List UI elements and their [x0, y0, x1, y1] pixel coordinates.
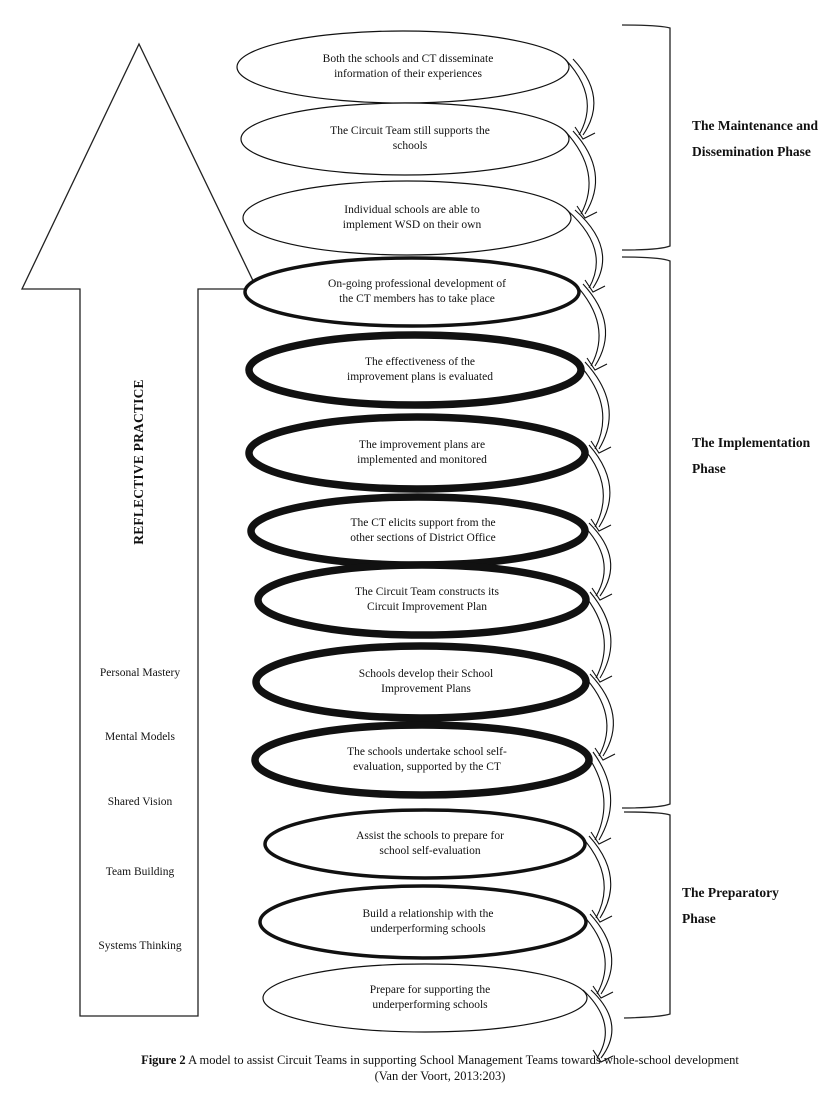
- step-ellipse: [262, 963, 588, 1033]
- discipline-personal-mastery: Personal Mastery: [99, 667, 181, 679]
- step-ellipse: [242, 180, 572, 256]
- phase-line: Dissemination Phase: [692, 144, 811, 159]
- step-text: school self-evaluation: [379, 845, 480, 857]
- curved-arrows-group: [564, 58, 616, 1063]
- step-text: schools: [393, 140, 428, 152]
- step-text: Schools develop their School: [359, 668, 493, 680]
- step-ellipse: [258, 884, 588, 960]
- step-text: Improvement Plans: [381, 683, 471, 695]
- step-text: evaluation, supported by the CT: [353, 761, 501, 773]
- curved-arrow: [580, 835, 613, 923]
- caption-text: A model to assist Circuit Teams in suppo…: [185, 1053, 739, 1067]
- caption-label: Figure 2: [141, 1053, 186, 1067]
- curved-arrow: [582, 989, 614, 1063]
- phase-line: The Maintenance and: [692, 118, 819, 133]
- step-item: Prepare for supporting the underperformin…: [262, 963, 588, 1033]
- step-text: improvement plans is evaluated: [347, 371, 493, 383]
- step-text: other sections of District Office: [350, 532, 495, 544]
- step-ellipse: [254, 561, 590, 639]
- reflective-practice-label: REFLECTIVE PRACTICE: [131, 379, 146, 545]
- step-item: The CT elicits support from the other sec…: [247, 493, 589, 569]
- step-text: Prepare for supporting the: [370, 984, 490, 996]
- bracket-implementation: [621, 256, 671, 809]
- step-item: Both the schools and CT disseminate infor…: [236, 30, 570, 104]
- discipline-systems-thinking: Systems Thinking: [98, 940, 182, 952]
- phase-implementation-label: The Implementation Phase: [692, 430, 810, 482]
- step-text: information of their experiences: [334, 68, 482, 80]
- step-text: Individual schools are able to: [344, 204, 480, 216]
- step-text: implemented and monitored: [357, 454, 487, 466]
- step-text: Circuit Improvement Plan: [367, 601, 487, 613]
- step-ellipse: [236, 30, 570, 104]
- phase-line: The Preparatory: [682, 885, 779, 900]
- step-item: The effectiveness of the improvement plan…: [245, 331, 585, 409]
- step-ellipse: [245, 413, 589, 493]
- curved-arrow: [581, 913, 614, 999]
- curved-arrow: [580, 444, 612, 532]
- discipline-team-building: Team Building: [105, 866, 175, 878]
- phase-line: Phase: [692, 461, 726, 476]
- step-item: The Circuit Team still supports the schoo…: [240, 102, 570, 176]
- step-text: On-going professional development of: [328, 278, 506, 290]
- phase-line: The Implementation: [692, 435, 811, 450]
- discipline-mental-models: Mental Models: [105, 731, 175, 743]
- step-item: The improvement plans are implemented and…: [245, 413, 589, 493]
- step-item: Build a relationship with the underperfor…: [258, 884, 588, 960]
- bracket-preparatory: [623, 811, 671, 1019]
- step-text: underperforming schools: [372, 999, 488, 1011]
- curved-arrow: [574, 283, 608, 371]
- phase-maintenance-label: The Maintenance and Dissemination Phase: [692, 113, 818, 165]
- phase-preparatory-label: The Preparatory Phase: [682, 880, 779, 932]
- step-item: Assist the schools to prepare for school …: [263, 808, 587, 880]
- step-text: The CT elicits support from the: [350, 517, 495, 529]
- step-text: The effectiveness of the: [365, 356, 475, 368]
- curved-arrow: [580, 522, 613, 601]
- discipline-shared-vision: Shared Vision: [107, 796, 173, 808]
- phase-line: Phase: [682, 911, 716, 926]
- step-ellipse: [245, 331, 585, 409]
- curved-arrow: [566, 209, 606, 293]
- step-text: The Circuit Team still supports the: [330, 125, 490, 137]
- curved-arrow: [564, 130, 598, 219]
- step-text: The schools undertake school self-: [347, 746, 507, 758]
- curved-arrow: [581, 673, 616, 761]
- curved-arrow: [576, 361, 612, 454]
- caption-source: (Van der Voort, 2013:203): [374, 1069, 506, 1083]
- step-text: Both the schools and CT disseminate: [323, 53, 494, 65]
- step-ellipse: [252, 642, 590, 722]
- step-ellipse: [247, 493, 589, 569]
- step-text: Assist the schools to prepare for: [356, 830, 504, 842]
- curved-arrow: [564, 58, 596, 140]
- step-ellipse: [243, 256, 581, 328]
- step-ellipse: [251, 721, 593, 799]
- step-text: The Circuit Team constructs its: [355, 586, 500, 598]
- curved-arrow: [584, 751, 612, 845]
- step-item: Schools develop their SchoolImprovement …: [252, 642, 590, 722]
- reflective-practice-arrow: [20, 42, 259, 1017]
- step-text: implement WSD on their own: [343, 219, 482, 231]
- step-text: underperforming schools: [370, 923, 486, 935]
- step-text: Build a relationship with the: [363, 908, 494, 920]
- steps-group: Both the schools and CT disseminate infor…: [236, 30, 593, 1033]
- step-ellipse: [263, 808, 587, 880]
- curved-arrow: [581, 591, 613, 683]
- step-item: On-going professional development of the …: [243, 256, 581, 328]
- step-item: The schools undertake school self-evalua…: [251, 721, 593, 799]
- step-ellipse: [240, 102, 570, 176]
- step-text: the CT members has to take place: [339, 293, 495, 305]
- figure-caption: Figure 2 A model to assist Circuit Teams…: [0, 1052, 836, 1084]
- bracket-maintenance: [621, 24, 671, 251]
- step-item: Individual schools are able to implement …: [242, 180, 572, 256]
- step-text: The improvement plans are: [359, 439, 485, 451]
